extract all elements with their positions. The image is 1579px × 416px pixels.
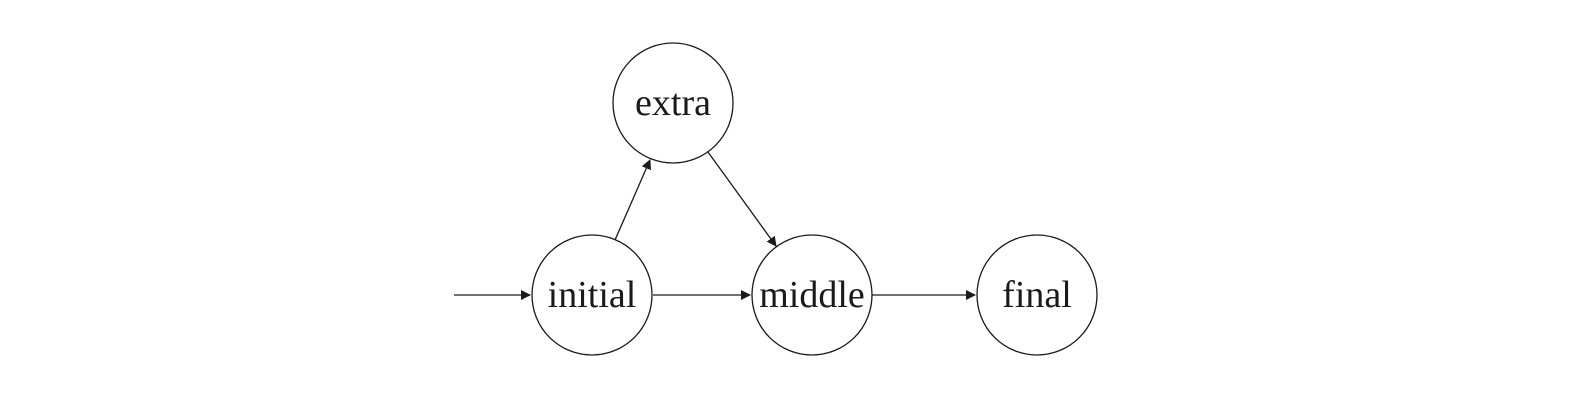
node-middle-circle	[751, 234, 873, 356]
node-initial-circle	[531, 234, 653, 356]
edges	[454, 151, 976, 300]
node-middle: middle	[751, 234, 873, 356]
node-final-label: final	[1002, 274, 1072, 316]
node-middle-label: middle	[759, 274, 865, 316]
node-extra-circle	[612, 42, 734, 164]
node-final-circle	[976, 234, 1098, 356]
edge-extra-to-middle	[707, 151, 777, 247]
node-extra: extra	[612, 42, 734, 164]
node-extra-label: extra	[635, 82, 711, 124]
node-final: final	[976, 234, 1098, 356]
node-initial-label: initial	[548, 274, 637, 316]
edge-initial-to-extra	[614, 159, 651, 241]
node-initial: initial	[531, 234, 653, 356]
